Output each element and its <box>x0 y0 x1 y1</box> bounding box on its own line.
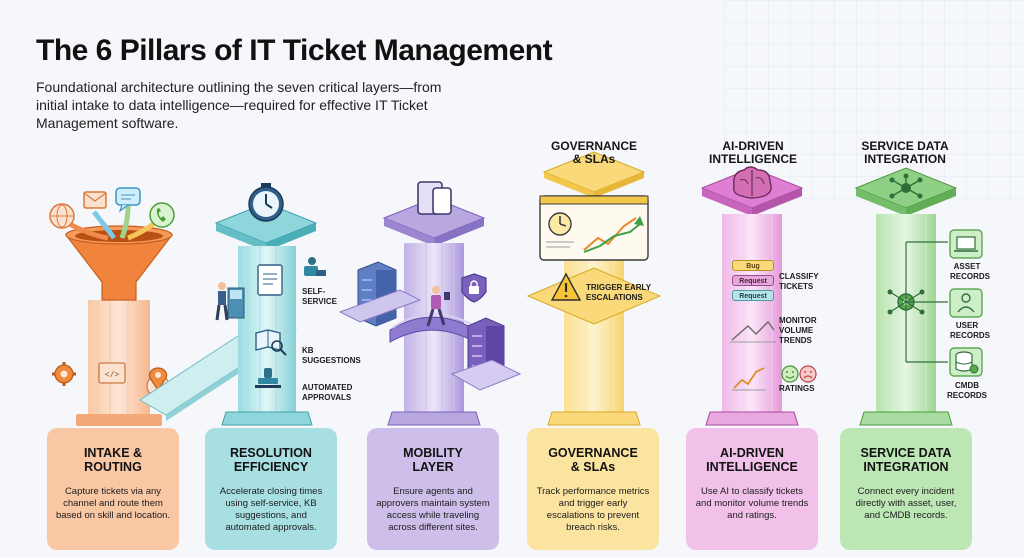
background-grid <box>724 0 1024 200</box>
frown-icon <box>799 365 817 383</box>
sla-dashboard-icon <box>539 195 649 261</box>
card-service: SERVICE DATA INTEGRATION Connect every i… <box>840 428 972 550</box>
card-mobility-title: MOBILITY LAYER <box>403 446 463 474</box>
card-resolution: RESOLUTION EFFICIENCY Accelerate closing… <box>205 428 337 550</box>
code-icon: </> <box>98 362 126 384</box>
tag-request-2: Request <box>732 290 774 301</box>
database-icon <box>949 347 983 377</box>
pillar-intake: </> <box>49 187 175 426</box>
tag-bug: Bug <box>732 260 774 271</box>
self-service-person-icon <box>304 257 326 276</box>
brain-icon <box>732 166 772 199</box>
book-icon <box>255 329 287 356</box>
mail-icon <box>83 191 107 209</box>
network-hub-icon <box>889 173 923 199</box>
page-subtitle: Foundational architecture outlining the … <box>36 79 442 131</box>
user-icon <box>949 288 983 318</box>
governance-top-label: GOVERNANCE & SLAs <box>550 139 637 166</box>
card-resolution-desc: Accelerate closing times using self-serv… <box>219 486 323 533</box>
tag-request: Request <box>732 275 774 286</box>
self-service-label: SELF- SERVICE <box>302 287 337 306</box>
gear-icon <box>52 362 76 386</box>
ai-top-label: AI-DRIVEN INTELLIGENCE <box>708 139 797 166</box>
pillar-service <box>854 167 983 426</box>
card-ai: AI-DRIVEN INTELLIGENCE Use AI to classif… <box>686 428 818 550</box>
card-mobility: MOBILITY LAYER Ensure agents and approve… <box>367 428 499 550</box>
page-title: The 6 Pillars of IT Ticket Management <box>36 34 553 67</box>
card-ai-title: AI-DRIVEN INTELLIGENCE <box>706 446 798 474</box>
pillar-resolution <box>214 183 326 426</box>
warning-icon <box>550 272 582 301</box>
pillar-ai <box>700 166 817 426</box>
stopwatch-icon <box>248 183 284 222</box>
card-resolution-title: RESOLUTION EFFICIENCY <box>230 446 312 474</box>
card-mobility-desc: Ensure agents and approvers maintain sys… <box>376 486 490 533</box>
card-ai-desc: Use AI to classify tickets and monitor v… <box>695 486 809 521</box>
tablet-icon <box>417 181 452 215</box>
service-top-label: SERVICE DATA INTEGRATION <box>861 139 949 166</box>
kiosk-agent-icon <box>215 282 245 321</box>
card-intake: INTAKE & ROUTING Capture tickets via any… <box>47 428 179 550</box>
classify-tickets-label: CLASSIFY TICKETS <box>779 272 819 291</box>
document-icon <box>257 264 283 296</box>
card-governance-desc: Track performance metrics and trigger ea… <box>536 486 650 533</box>
smile-icon <box>781 365 799 383</box>
kb-suggestions-label: KB SUGGESTIONS <box>302 346 361 365</box>
asset-records-label: ASSET RECORDS <box>950 262 991 281</box>
user-records-label: USER RECORDS <box>950 321 991 340</box>
card-intake-title: INTAKE & ROUTING <box>83 446 143 474</box>
card-service-title: SERVICE DATA INTEGRATION <box>860 446 952 474</box>
monitor-trends-label: MONITOR VOLUME TRENDS <box>779 316 817 345</box>
stamp-icon <box>255 368 281 388</box>
trend-chart-icon <box>730 320 776 391</box>
card-governance-title: GOVERNANCE & SLAs <box>548 446 638 474</box>
globe-icon <box>49 203 75 229</box>
lock-icon <box>461 273 487 303</box>
automated-approvals-label: AUTOMATED APPROVALS <box>302 383 353 402</box>
svg-text:</>: </> <box>105 371 120 380</box>
pillar-mobility <box>338 181 522 426</box>
chat-icon <box>115 187 141 213</box>
cmdb-records-label: CMDB RECORDS <box>946 381 987 400</box>
trigger-escalations-label: TRIGGER EARLY ESCALATIONS <box>586 283 652 302</box>
laptop-icon <box>949 229 983 259</box>
traveling-agent-icon <box>426 286 450 327</box>
card-intake-desc: Capture tickets via any channel and rout… <box>55 486 171 521</box>
ratings-label: RATINGS <box>779 384 815 393</box>
card-service-desc: Connect every incident directly with ass… <box>855 486 957 521</box>
phone-icon <box>149 202 175 228</box>
card-governance: GOVERNANCE & SLAs Track performance metr… <box>527 428 659 550</box>
pillar-governance <box>526 151 662 426</box>
